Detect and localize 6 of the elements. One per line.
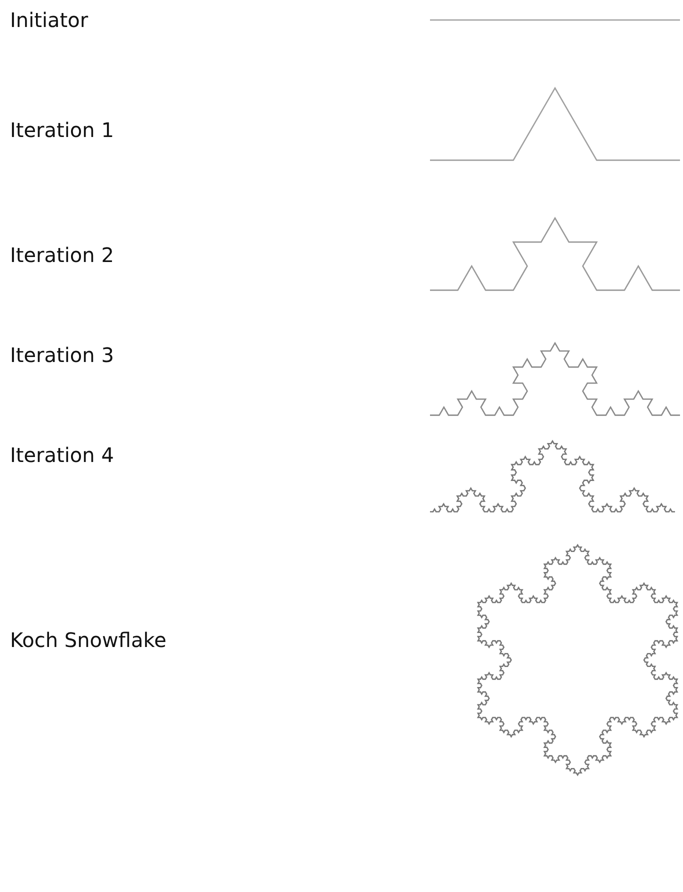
iteration-label: Iteration 3 (10, 343, 114, 367)
iteration-label: Koch Snowflake (10, 628, 166, 652)
iteration-label: Iteration 4 (10, 443, 114, 467)
iteration-label: Iteration 1 (10, 118, 114, 142)
iteration-label: Iteration 2 (10, 243, 114, 267)
iteration-label: Initiator (10, 8, 88, 32)
